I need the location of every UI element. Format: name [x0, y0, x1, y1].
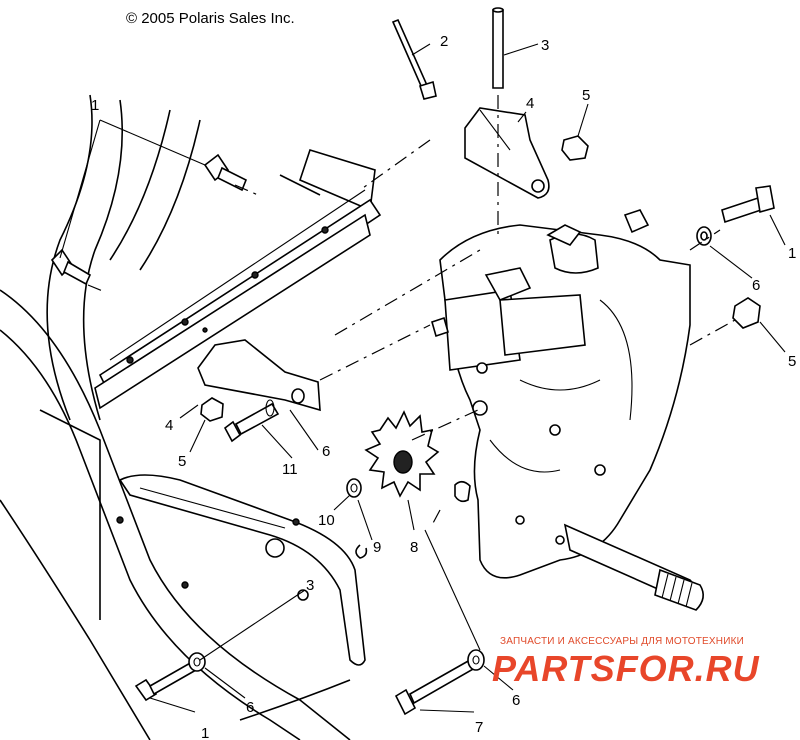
callout-11: 11 — [282, 461, 298, 478]
callout-8: 8 — [410, 539, 418, 556]
washer-6-center — [467, 649, 485, 671]
ring-10 — [346, 478, 362, 498]
nut-5-upper — [561, 135, 589, 161]
watermark-tagline: ЗАПЧАСТИ И АКСЕССУАРЫ ДЛЯ МОТОТЕХНИКИ — [500, 636, 745, 647]
bolt-7 — [394, 658, 477, 716]
callout-1-top-left: 1 — [91, 97, 99, 114]
callout-1-bottom: 1 — [201, 725, 209, 740]
cross-member-channel — [94, 189, 382, 410]
callout-1-right: 1 — [788, 245, 796, 262]
sprocket-8 — [364, 410, 440, 498]
bolt-1-left — [50, 248, 92, 286]
callout-6-bottom-left: 6 — [246, 699, 254, 716]
callout-5-right: 5 — [788, 353, 796, 370]
bolt-2 — [391, 18, 437, 100]
washer-6-bottom — [188, 652, 206, 672]
callout-4-lower: 4 — [165, 417, 173, 434]
callout-6-lower: 6 — [322, 443, 330, 460]
bolt-1-upper-left — [203, 153, 248, 192]
bracket-4-lower — [197, 339, 321, 412]
callout-10: 10 — [318, 512, 335, 529]
alignment-lines — [87, 95, 736, 526]
callout-5-top: 5 — [582, 87, 590, 104]
callout-3-lower: 3 — [306, 577, 314, 594]
bolt-1-bottom — [134, 660, 198, 702]
washer-6-right — [696, 226, 712, 246]
callout-labels: 1 2 3 4 5 1 6 5 4 5 11 6 10 9 8 3 6 1 7 … — [91, 33, 796, 740]
callout-4-top: 4 — [526, 95, 534, 112]
watermark-site: PARTSFOR.RU — [492, 648, 760, 689]
callout-3-top: 3 — [541, 37, 549, 54]
bolt-1-right — [721, 185, 775, 224]
nut-5-right — [732, 297, 761, 329]
lower-mount-plate — [116, 474, 366, 666]
callout-9: 9 — [373, 539, 381, 556]
clip-9 — [355, 544, 368, 559]
output-shaft — [563, 523, 704, 611]
bracket-4-upper — [464, 107, 550, 199]
callout-2: 2 — [440, 33, 448, 50]
leader-lines — [59, 43, 786, 713]
frame-rails — [0, 94, 376, 740]
callout-6-right: 6 — [752, 277, 760, 294]
gearcase-housing — [431, 209, 691, 579]
copyright-notice: © 2005 Polaris Sales Inc. — [126, 10, 295, 27]
callout-7: 7 — [475, 719, 483, 736]
bolt-11 — [223, 399, 280, 443]
callout-6-bottom-center: 6 — [512, 692, 520, 709]
pin-3 — [492, 7, 504, 89]
callout-5-lower: 5 — [178, 453, 186, 470]
nut-5-lower — [200, 397, 224, 422]
